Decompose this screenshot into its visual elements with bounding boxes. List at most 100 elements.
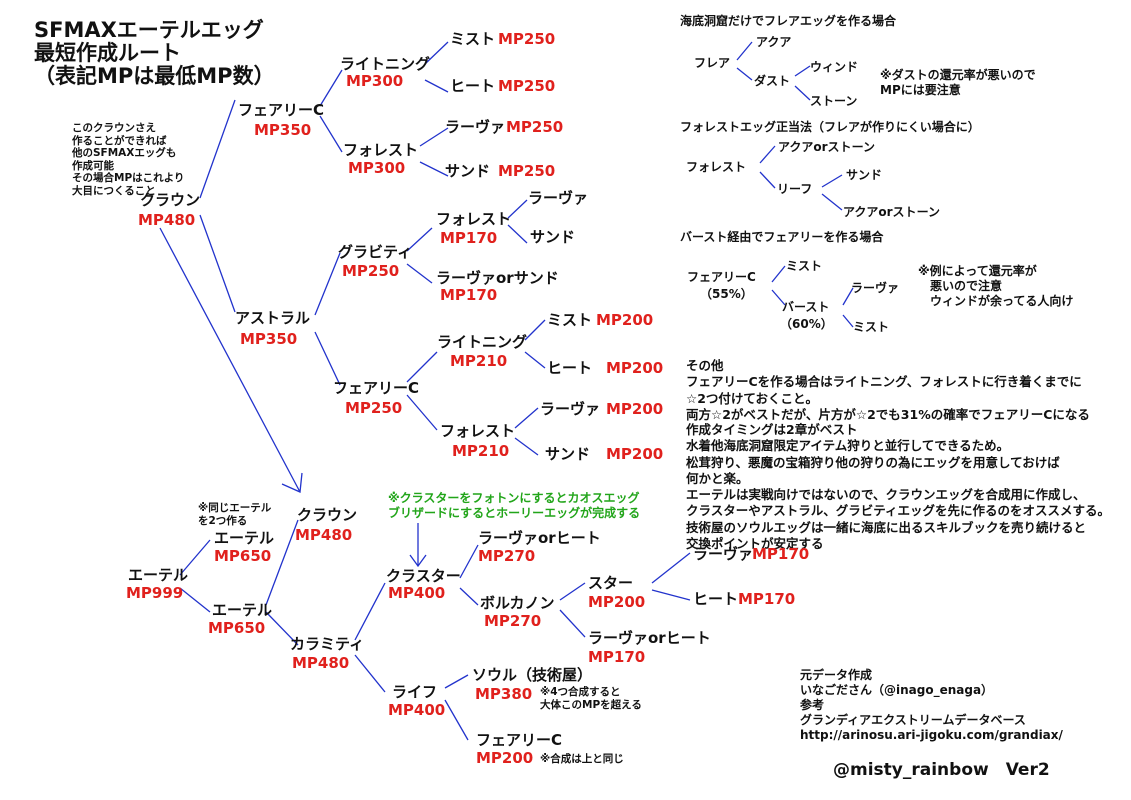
node-crown-name: クラウン: [140, 191, 201, 209]
leaf-node: リーフ: [777, 182, 813, 196]
node-forest-mp: MP300: [348, 159, 406, 177]
burst-fairy-pct: （55%）: [700, 287, 753, 301]
node-a-mist-name: ミスト: [547, 311, 593, 329]
forest-node: フォレスト: [686, 160, 747, 174]
t2-s-lava-name: ラーヴァ: [693, 545, 754, 563]
burst-mist-node: ミスト: [786, 259, 823, 273]
t2-volcanon-mp: MP270: [484, 612, 542, 630]
node-a-fairy-mp: MP250: [345, 399, 403, 417]
node-a-heat-name: ヒート: [547, 359, 593, 377]
title-line-3: （表記MPは最低MP数）: [34, 64, 275, 88]
node-a-lava-mp: MP200: [606, 400, 664, 418]
other-note: その他 フェアリーCを作る場合はライトニング、フォレストに行き着くまでに ☆2つ…: [686, 358, 1090, 422]
t2-cluster-name: クラスター: [386, 567, 461, 585]
node-gravity-name: グラビティ: [338, 243, 413, 261]
node-gravity-mp: MP250: [342, 262, 400, 280]
node-astral-name: アストラル: [235, 309, 311, 327]
node-g-lavasand-mp: MP170: [440, 286, 498, 304]
burst-fairy-node: フェアリーC: [687, 270, 756, 284]
burst-lava-node: ラーヴァ: [851, 281, 900, 295]
node-g-lavasand-name: ラーヴァorサンド: [436, 269, 559, 287]
t2-star-mp: MP200: [588, 593, 646, 611]
burst-note: ※例によって還元率が 悪いので注意 ウィンドが余ってる人向け: [918, 264, 1074, 308]
t2-s-heat-name: ヒート: [693, 590, 739, 608]
node-a-forest-mp: MP210: [452, 442, 510, 460]
t2-lavaheat1-name: ラーヴァorヒート: [478, 529, 601, 547]
node-g-lava-name: ラーヴァ: [528, 189, 589, 207]
t2-fairy-mp: MP200: [476, 749, 534, 767]
t2-soul-note: ※4つ合成すると 大体このMPを超える: [540, 686, 642, 711]
node-lightning-name: ライトニング: [340, 55, 431, 73]
burst-pct: （60%）: [780, 317, 833, 331]
node-a-fairy-name: フェアリーC: [333, 379, 420, 397]
crown-note: このクラウンさえ 作ることができれば 他のSFMAXエッグも 作成可能 その場合…: [72, 122, 185, 197]
node-lightning-mp: MP300: [346, 72, 404, 90]
node-g-forest-name: フォレスト: [436, 210, 512, 228]
t2-soul-mp: MP380: [475, 685, 533, 703]
t2-green-note: ※クラスターをフォトンにするとカオスエッグ ブリザードにするとホーリーエッグが完…: [388, 491, 641, 520]
t2-lavaheat2-name: ラーヴァorヒート: [588, 629, 711, 647]
t2-e2-mp: MP650: [208, 619, 266, 637]
t2-cluster-mp: MP400: [388, 584, 446, 602]
t2-fairy-name: フェアリーC: [476, 731, 563, 749]
node-lava-name: ラーヴァ: [445, 118, 506, 136]
t2-crown-mp: MP480: [295, 526, 353, 544]
node-heat-name: ヒート: [450, 77, 496, 95]
t2-volcanon-name: ボルカノン: [480, 594, 555, 612]
t2-aether-mp: MP999: [126, 584, 184, 602]
stone-node: ストーン: [810, 94, 858, 108]
node-g-forest-mp: MP170: [440, 229, 498, 247]
flare-section-title: 海底洞窟だけでフレアエッグを作る場合: [680, 14, 897, 28]
flare-node: フレア: [694, 56, 731, 70]
t2-e1-mp: MP650: [214, 547, 272, 565]
node-forest-name: フォレスト: [343, 141, 419, 159]
node-fairy-mp: MP350: [254, 121, 312, 139]
t2-star-name: スター: [588, 574, 634, 592]
node-a-mist-mp: MP200: [596, 311, 654, 329]
t2-e2-name: エーテル: [212, 601, 273, 619]
t2-e1-name: エーテル: [214, 529, 275, 547]
t2-life-name: ライフ: [392, 683, 438, 701]
forest-section-title: フォレストエッグ正当法（フレアが作りにくい場合に）: [680, 120, 980, 134]
t2-lavaheat2-mp: MP170: [588, 648, 646, 666]
node-a-forest-name: フォレスト: [440, 422, 516, 440]
wind-node: ウィンド: [810, 60, 859, 74]
node-mist-mp: MP250: [498, 30, 556, 48]
t2-calamity-name: カラミティ: [290, 635, 365, 653]
sand-node: サンド: [846, 168, 883, 182]
aquastone-node-1: アクアorストーン: [778, 140, 875, 154]
title-line-2: 最短作成ルート: [34, 41, 181, 65]
node-lava-mp: MP250: [506, 118, 564, 136]
node-heat-mp: MP250: [498, 77, 556, 95]
t2-lavaheat1-mp: MP270: [478, 547, 536, 565]
t2-same-note: ※同じエーテル を2つ作る: [198, 502, 272, 527]
title-line-1: SFMAXエーテルエッグ: [34, 18, 264, 42]
node-a-sand-mp: MP200: [606, 445, 664, 463]
node-mist-name: ミスト: [450, 30, 496, 48]
t2-soul-name: ソウル（技術屋）: [472, 666, 593, 684]
t2-s-heat-mp: MP170: [738, 590, 796, 608]
burst-node: バースト: [782, 300, 830, 314]
node-a-heat-mp: MP200: [606, 359, 664, 377]
node-crown-mp: MP480: [138, 211, 196, 229]
node-a-lava-name: ラーヴァ: [540, 400, 601, 418]
node-a-lightning-name: ライトニング: [437, 333, 528, 351]
t2-life-mp: MP400: [388, 701, 446, 719]
credit-block: 元データ作成 いなごださん（@inago_enaga） 参考 グランディアエクス…: [800, 668, 1063, 742]
node-astral-mp: MP350: [240, 330, 298, 348]
node-a-sand-name: サンド: [545, 445, 591, 463]
node-a-lightning-mp: MP210: [450, 352, 508, 370]
t2-fairy-note: ※合成は上と同じ: [540, 753, 624, 765]
burst-section-title: バースト経由でフェアリーを作る場合: [680, 230, 884, 244]
node-sand-mp: MP250: [498, 162, 556, 180]
signature: @misty_rainbow Ver2: [833, 760, 1050, 780]
t2-aether-name: エーテル: [128, 566, 189, 584]
aqua-node: アクア: [756, 35, 792, 49]
dust-node: ダスト: [754, 74, 791, 88]
aquastone-node-2: アクアorストーン: [843, 205, 940, 219]
flare-note: ※ダストの還元率が悪いので MPには要注意: [880, 68, 1036, 97]
t2-crown-name: クラウン: [297, 506, 358, 524]
timing-note: 作成タイミングは2章がベスト 水着他海底洞窟限定アイテム狩りと並行してできるため…: [686, 422, 1111, 551]
